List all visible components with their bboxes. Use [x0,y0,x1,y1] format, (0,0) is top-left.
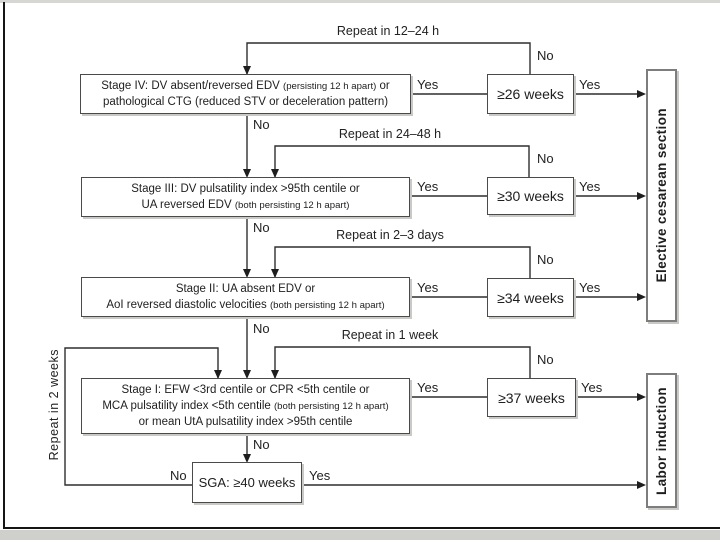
stage-2-line2-main: AoI reversed diastolic velocities [106,299,270,311]
week-30-box: ≥30 weeks [487,177,574,215]
loop-1w-line [274,346,531,379]
no-label-loop1: No [537,48,554,63]
yes-label-row1-left: Yes [417,77,439,92]
stage-4-line1-small: (persisting 12 h apart) [283,80,377,92]
no-label-stage2: No [253,321,270,336]
stage-2-line2-small: (both persisting 12 h apart) [269,300,385,311]
no-label-loop4: No [537,352,554,367]
stage-4-line2: pathological CTG (reduced STV or deceler… [102,96,389,108]
no-label-stage1: No [253,437,270,452]
yes-label-row3-left: Yes [417,280,439,295]
stage-4-line1-tail: or [376,79,390,92]
repeat-2-weeks-label-wrap: Repeat in 2 weeks [45,349,63,460]
stage-3-line1: Stage III: DV pulsatility index >95th ce… [131,182,360,195]
arrow-into-stage3-b [271,169,279,178]
no-label-loop2: No [537,151,554,166]
page-bottom-border [3,527,720,529]
stage-4-line1-main: Stage IV: DV absent/reversed EDV [101,79,283,92]
arrow-into-induction-2 [637,481,646,489]
page-top-strip [0,0,720,3]
yes-label-sga: Yes [309,468,331,483]
stage-1-line3: or mean UtA pulsatility index >95th cent… [138,416,353,429]
stage-4-box: Stage IV: DV absent/reversed EDV (persis… [80,74,411,114]
page-left-border [3,2,5,528]
repeat-12-24h-label: Repeat in 12–24 h [336,24,440,38]
no-label-stage3: No [253,220,270,235]
arrow-into-stage3-a [243,169,251,178]
stage-1-line2-main: MCA pulsatility index <5th centile [102,399,274,412]
repeat-24-48h-label: Repeat in 24–48 h [338,127,442,141]
stage-2-box: Stage II: UA absent EDV or AoI reversed … [81,277,410,317]
yes-label-row4-left: Yes [417,380,439,395]
arrow-into-sga [243,454,251,463]
week-34-box: ≥34 weeks [487,278,574,317]
arrow-into-cesarean-3 [637,293,646,301]
yes-label-row1-right: Yes [579,77,601,92]
page-bottom-strip [0,530,720,540]
loop-2-3d-line [274,246,531,278]
arrow-into-cesarean-2 [637,192,646,200]
repeat-2-weeks-label: Repeat in 2 weeks [47,349,61,461]
arrow-into-stage2-b [271,269,279,278]
no-label-sga: No [170,468,187,483]
stage-3-box: Stage III: DV pulsatility index >95th ce… [81,177,410,217]
yes-label-row4-right: Yes [581,380,603,395]
week-26-box: ≥26 weeks [487,74,574,114]
loop-2w-line [64,347,219,486]
arrowheads [214,66,646,489]
arrow-into-cesarean-1 [637,90,646,98]
stage-3-line2-small: (both persisting 12 h apart) [234,200,350,211]
arrow-into-stage4 [243,66,251,75]
outcome-cesarean-box: Elective cesarean section [646,69,677,322]
stage-2-line1: Stage II: UA absent EDV or [175,282,316,295]
arrow-into-stage2-a [243,269,251,278]
stage-1-line2-small: (both persisting 12 h apart) [273,400,389,412]
arrow-into-stage1-b [243,370,251,379]
yes-label-row3-right: Yes [579,280,601,295]
stage-3-line2-main: UA reversed EDV [141,199,235,211]
outcome-induction-box: Labor induction [646,373,677,508]
outcome-cesarean-label: Elective cesarean section [654,108,669,283]
sga-box: SGA: ≥40 weeks [192,462,302,503]
arrow-into-induction-1 [637,393,646,401]
yes-label-row2-left: Yes [417,179,439,194]
outcome-induction-label: Labor induction [654,386,669,495]
repeat-2-3-days-label: Repeat in 2–3 days [336,228,444,242]
repeat-1-week-label: Repeat in 1 week [341,328,439,342]
wire-group [64,42,641,486]
no-label-loop3: No [537,252,554,267]
yes-label-row2-right: Yes [579,179,601,194]
arrow-into-stage1-c [271,370,279,379]
arrow-into-stage1-a [214,370,222,379]
loop-24-48h-line [274,145,530,178]
no-label-stage4: No [253,117,270,132]
week-37-box: ≥37 weeks [487,378,576,417]
stage-1-line1: Stage I: EFW <3rd centile or CPR <5th ce… [121,383,370,396]
loop-12-24h-line [246,42,531,75]
stage-1-box: Stage I: EFW <3rd centile or CPR <5th ce… [81,378,410,434]
